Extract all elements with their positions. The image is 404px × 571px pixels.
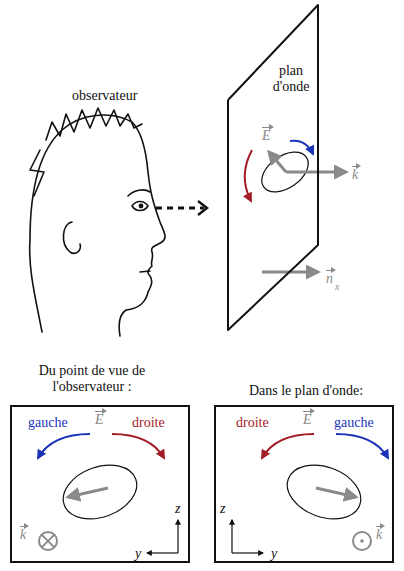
wave-plane: plan d'ondeEknx — [228, 5, 318, 330]
rotation-arrow — [336, 434, 388, 458]
observer-label: observateur — [72, 88, 137, 104]
node-heading: Du point de vue de l'observateur : — [2, 363, 182, 395]
k-out-of-page-dot — [360, 539, 364, 543]
view-panel: Du point de vue de l'observateur :gauche… — [10, 405, 190, 563]
symbol-label: y — [135, 546, 141, 562]
symbol-label: gauche — [334, 415, 374, 431]
symbol-label: gauche — [28, 415, 68, 431]
plane-border — [228, 5, 318, 330]
symbol-label: E — [95, 412, 104, 428]
symbol-label: k — [20, 527, 26, 543]
view-panel: Dans le plan d'onde:droiteEgauchezyk — [214, 405, 394, 563]
k-vector — [286, 171, 346, 174]
z-axis — [231, 520, 232, 553]
rotation-arrow — [290, 141, 313, 154]
polarization-ellipse — [56, 456, 145, 529]
symbol-label: n — [326, 271, 333, 287]
symbol-label: z — [175, 501, 180, 517]
k-into-page-symbol — [39, 532, 57, 550]
y-axis — [232, 552, 263, 553]
node-heading: Dans le plan d'onde: — [214, 383, 398, 399]
y-axis — [147, 552, 178, 553]
symbol-label: k — [376, 527, 382, 543]
plane-outline — [228, 5, 318, 330]
e-vector — [316, 488, 356, 497]
rotation-arrow — [262, 434, 314, 458]
node-heading: plan d'onde — [266, 63, 316, 95]
eye-pupil — [139, 204, 144, 209]
rotation-arrow — [112, 434, 164, 458]
symbol-label: E — [303, 412, 312, 428]
rotation-arrow — [245, 150, 252, 201]
e-vector — [68, 488, 108, 497]
symbol-label: E — [262, 128, 271, 144]
rotation-arrow — [38, 434, 90, 458]
k-out-of-page-symbol — [353, 532, 371, 550]
polarization-ellipse — [280, 456, 369, 529]
symbol-label: droite — [236, 415, 269, 431]
symbol-label: y — [271, 546, 277, 562]
z-axis — [177, 520, 178, 553]
symbol-label: k — [352, 167, 358, 183]
line-of-sight — [156, 207, 204, 210]
e-vector — [269, 152, 286, 172]
symbol-label: droite — [132, 415, 165, 431]
symbol-label: z — [220, 501, 225, 517]
observer-head — [30, 108, 165, 336]
sight-arrowhead — [198, 201, 207, 215]
symbol-label: x — [335, 281, 339, 292]
